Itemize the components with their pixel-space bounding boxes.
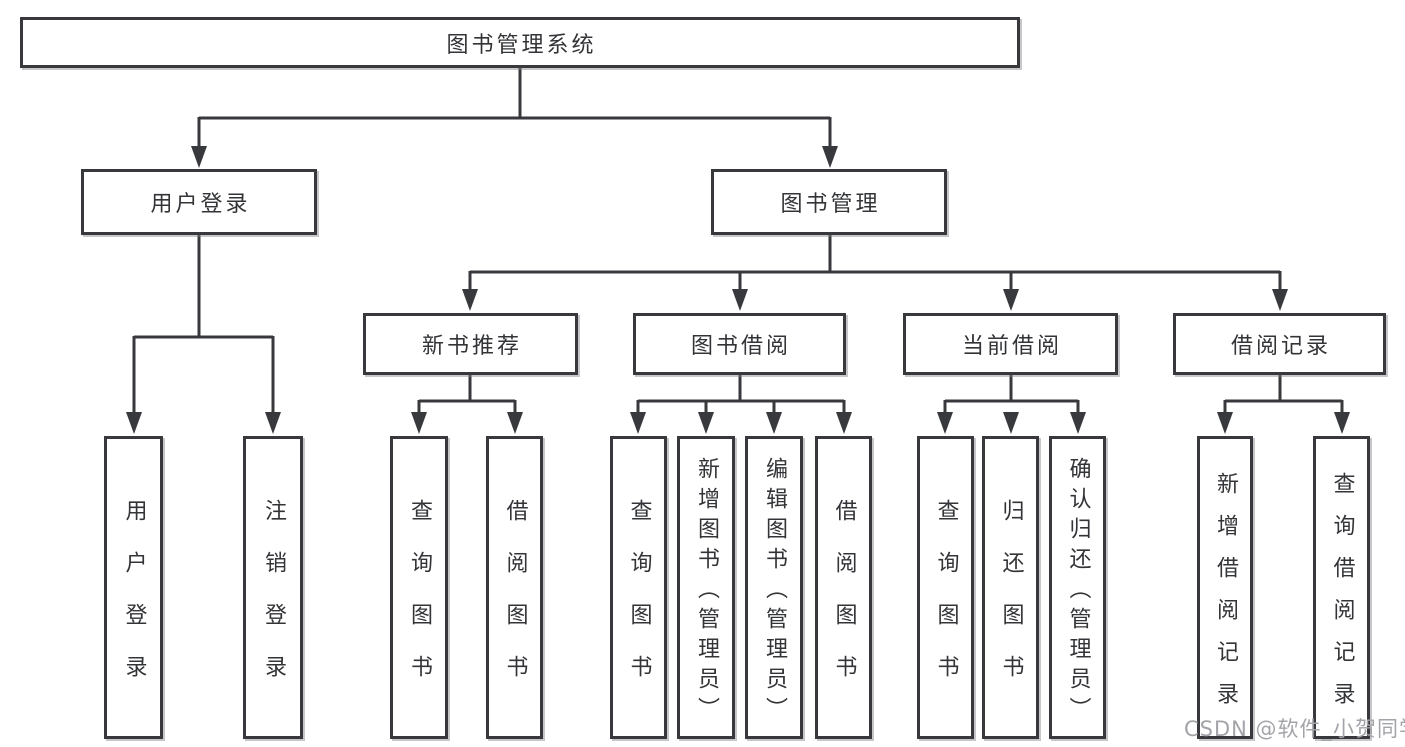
arrowhead (766, 412, 782, 434)
leaf-records-query-record: 查询借阅记录 (1313, 436, 1370, 739)
leaf-current-query-books-label: 查询图书 (933, 498, 959, 707)
leaf-borrowing-borrow-books-label: 借阅图书 (831, 498, 857, 707)
root-node-library-management-system: 图书管理系统 (20, 17, 1020, 68)
leaf-recommend-borrow-books: 借阅图书 (486, 436, 543, 739)
arrowhead (1003, 412, 1019, 434)
leaf-current-return-books-label: 归还图书 (998, 498, 1024, 707)
leaf-borrowing-borrow-books: 借阅图书 (815, 436, 872, 739)
leaf-current-confirm-return-admin: 确认归还（管理员） (1049, 436, 1106, 739)
arrowhead (732, 289, 748, 311)
node-borrowing-records: 借阅记录 (1173, 313, 1386, 375)
arrowhead (1003, 289, 1019, 311)
arrowhead (1334, 412, 1350, 434)
arrowhead (698, 412, 714, 434)
leaf-records-add-record-label: 新增借阅记录 (1213, 471, 1238, 724)
leaf-user-login-label: 用户登录 (121, 498, 147, 707)
leaf-records-add-record: 新增借阅记录 (1197, 436, 1253, 739)
leaf-borrowing-query-books-label: 查询图书 (626, 498, 652, 707)
leaf-recommend-query-books-label: 查询图书 (407, 498, 432, 707)
leaf-current-return-books: 归还图书 (982, 436, 1039, 739)
arrowhead (411, 412, 427, 434)
arrowhead (1217, 412, 1233, 434)
leaf-logout: 注销登录 (243, 436, 303, 739)
arrowhead (1272, 289, 1288, 311)
leaf-recommend-query-books: 查询图书 (390, 436, 448, 739)
arrowhead (265, 412, 281, 434)
leaf-current-query-books: 查询图书 (917, 436, 974, 739)
leaf-user-login: 用户登录 (104, 436, 163, 739)
leaf-records-query-record-label: 查询借阅记录 (1329, 471, 1355, 724)
csdn-watermark: CSDN @软件_小贺同学 (1184, 717, 1405, 741)
arrowhead (822, 146, 838, 168)
leaf-borrowing-add-books-admin-label: 新增图书（管理员） (694, 456, 719, 727)
arrowhead (1070, 412, 1086, 434)
arrowhead (126, 412, 142, 434)
leaf-borrowing-edit-books-admin-label: 编辑图书（管理员） (762, 456, 787, 727)
node-new-book-recommend: 新书推荐 (363, 313, 578, 375)
arrowhead (507, 412, 523, 434)
node-book-management: 图书管理 (711, 169, 947, 235)
leaf-borrowing-query-books: 查询图书 (610, 436, 667, 739)
leaf-recommend-borrow-books-label: 借阅图书 (502, 498, 528, 707)
arrowhead (836, 412, 852, 434)
node-user-login: 用户登录 (81, 169, 317, 235)
arrowhead (462, 289, 478, 311)
arrowhead (191, 146, 207, 168)
leaf-logout-label: 注销登录 (261, 498, 286, 707)
arrowhead (937, 412, 953, 434)
node-book-borrowing: 图书借阅 (633, 313, 846, 375)
leaf-borrowing-edit-books-admin: 编辑图书（管理员） (745, 436, 803, 739)
node-current-borrowing: 当前借阅 (903, 313, 1118, 375)
arrowhead (630, 412, 646, 434)
leaf-current-confirm-return-admin-label: 确认归还（管理员） (1065, 456, 1091, 727)
leaf-borrowing-add-books-admin: 新增图书（管理员） (677, 436, 735, 739)
